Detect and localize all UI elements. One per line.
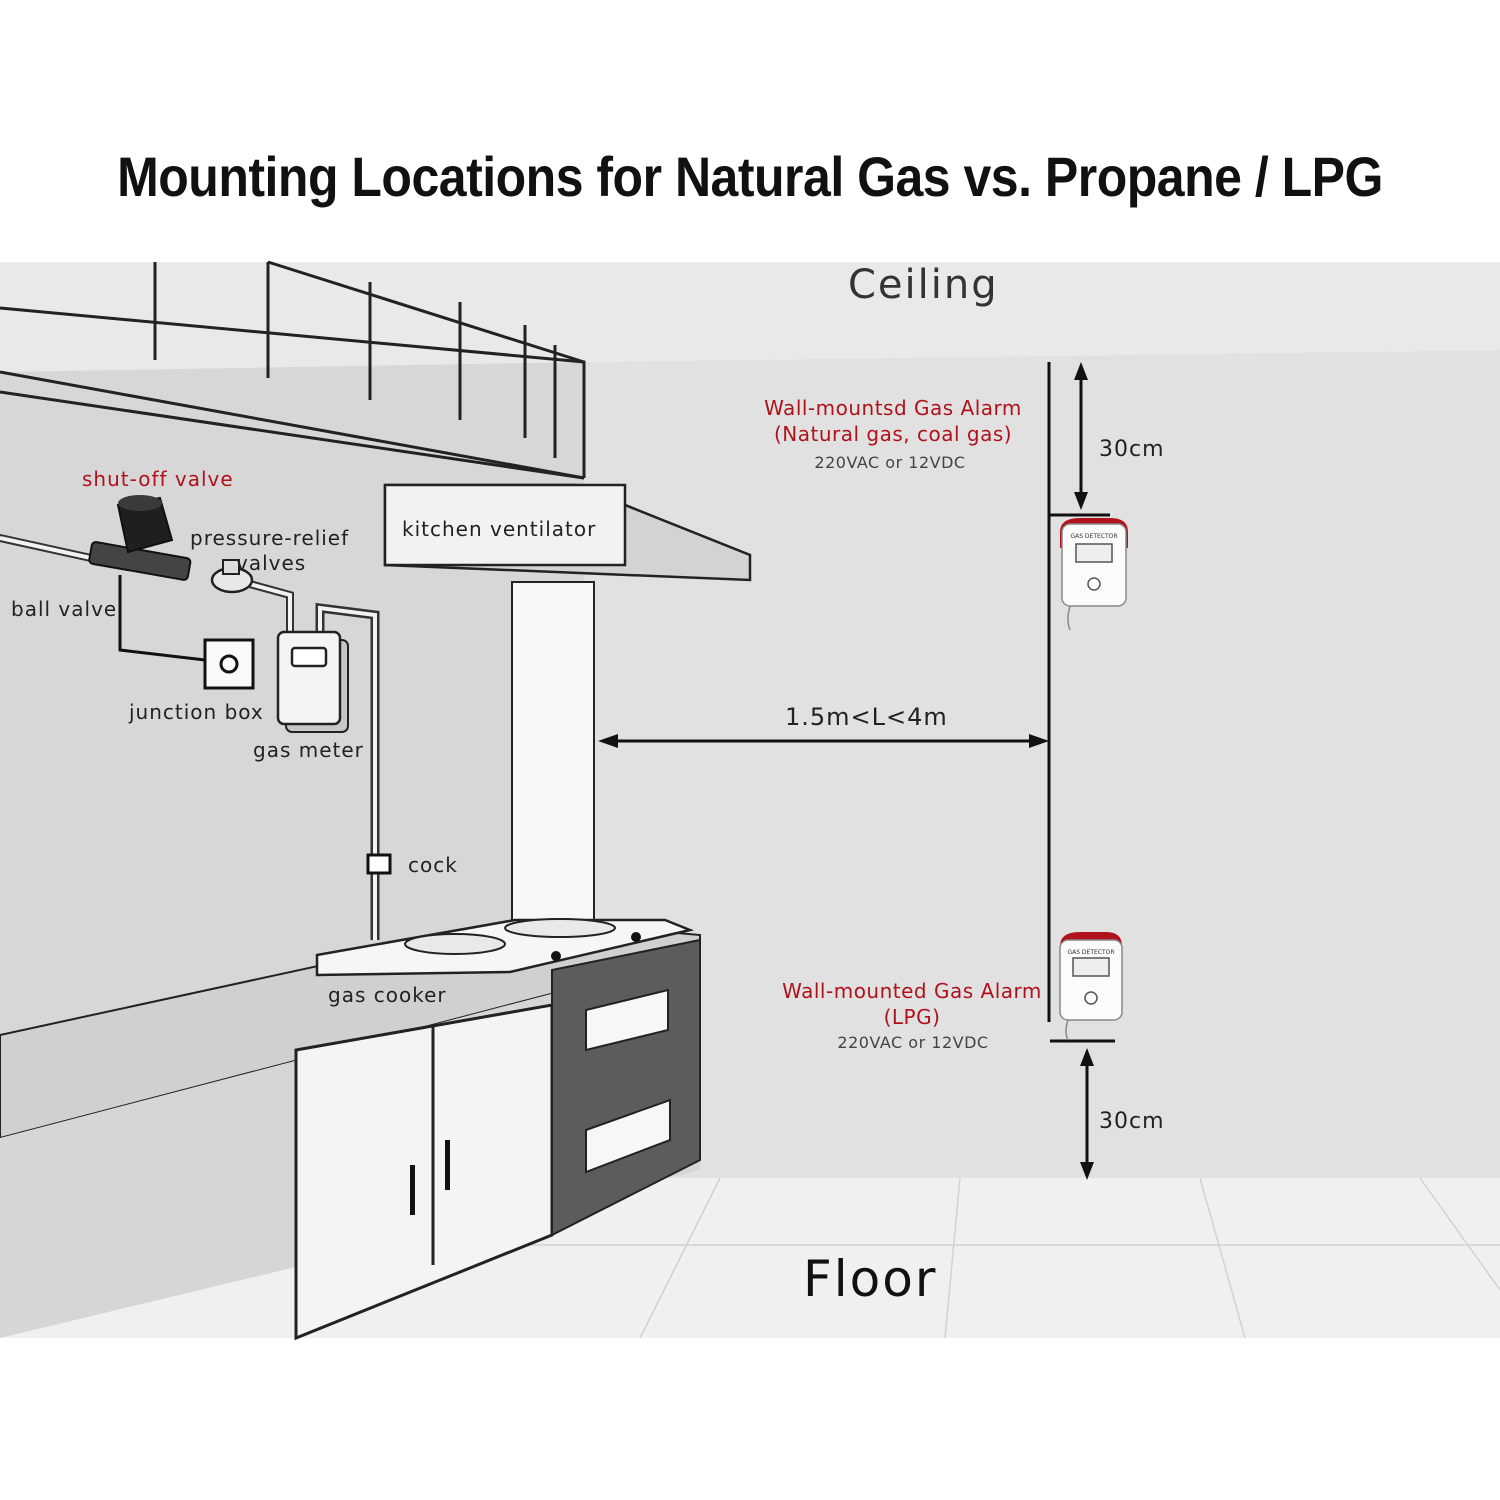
alarm-natural-gas-power: 220VAC or 12VDC (814, 453, 966, 472)
ceiling-distance-arrow (1049, 362, 1110, 517)
junction-box (203, 638, 255, 690)
back-wall (584, 350, 1500, 1178)
gas-meter (276, 630, 349, 733)
alarm-lpg-power: 220VAC or 12VDC (837, 1033, 989, 1052)
gas-meter-label: gas meter (253, 738, 364, 762)
kitchen-ventilator-label: kitchen ventilator (402, 517, 597, 541)
pressure-relief-label-line1: pressure-relief (190, 526, 350, 550)
ceiling-surface (0, 262, 1500, 372)
cooker-distance-label: 1.5m<L<4m (785, 703, 948, 731)
ceiling-distance-label: 30cm (1099, 437, 1165, 462)
hood-front (383, 483, 627, 567)
oven (551, 938, 701, 1237)
alarm-lpg-name: Wall-mounted Gas Alarm (782, 979, 1042, 1003)
kitchen-ventilator-hood (383, 483, 752, 921)
floor-label: Floor (803, 1250, 938, 1308)
gas-cooker (315, 918, 695, 977)
chimney (511, 581, 595, 921)
cock-valve (366, 853, 392, 875)
pressure-relief-label-line2: valves (236, 551, 307, 575)
floor-distance-label: 30cm (1099, 1109, 1165, 1134)
alarm-lpg-type: (LPG) (883, 1005, 941, 1029)
ceiling-label: Ceiling (848, 262, 999, 308)
cooker-distance-arrow (598, 734, 1049, 748)
gas-detector-upper: GAS DETECTOR (1060, 518, 1128, 631)
floor-distance-arrow (1050, 1039, 1115, 1180)
shut-off-valve (88, 495, 192, 581)
gas-detector-label-lower: GAS DETECTOR (1067, 949, 1114, 956)
gas-detector-label-upper: GAS DETECTOR (1070, 533, 1117, 540)
lower-cabinets (294, 1003, 554, 1341)
junction-box-label: junction box (129, 700, 264, 724)
gas-detector-lower: GAS DETECTOR (1059, 932, 1123, 1041)
page-title: Mounting Locations for Natural Gas vs. P… (117, 145, 1383, 209)
pressure-relief-valve (210, 559, 254, 594)
alarm-natural-gas-type: (Natural gas, coal gas) (773, 422, 1013, 446)
upper-cabinets (0, 260, 586, 480)
gas-cooker-label: gas cooker (328, 983, 447, 1007)
gas-pipes (0, 534, 380, 940)
alarm-natural-gas-name: Wall-mountsd Gas Alarm (764, 396, 1022, 420)
ball-valve-label: ball valve (11, 597, 118, 621)
cock-label: cock (408, 853, 458, 877)
floor-tiles (500, 1177, 1500, 1339)
shut-off-valve-label: shut-off valve (82, 467, 234, 491)
